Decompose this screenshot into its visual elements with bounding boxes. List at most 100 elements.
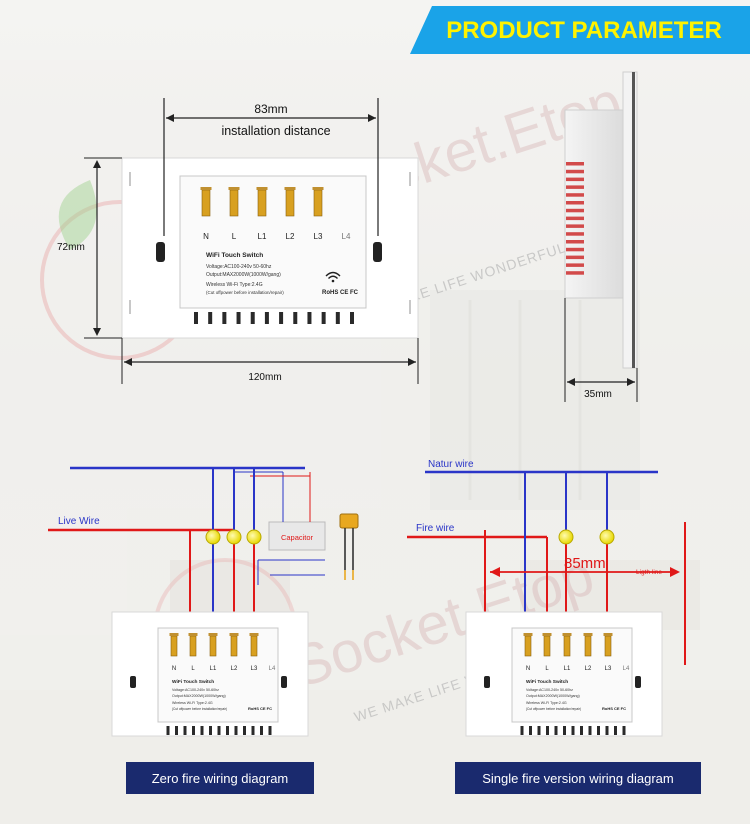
side-fins xyxy=(566,162,584,275)
vent-slot xyxy=(546,726,549,735)
vent-slot xyxy=(251,726,255,735)
ligth-line-label: Ligth line xyxy=(636,569,662,576)
switch-wireless: Wireless Wi-Fi Type:2.4G xyxy=(206,282,263,288)
vent-slot xyxy=(268,726,272,735)
natur-wire-label: Natur wire xyxy=(428,459,474,470)
height-dimension: 72mm xyxy=(57,242,85,253)
switch-voltage: Voltage:AC100-240v 50-60hz xyxy=(206,264,272,270)
certification-marks: RoHS CE FC xyxy=(248,706,272,711)
side-fin xyxy=(566,216,584,221)
vent-slots xyxy=(166,726,272,735)
terminal-screw xyxy=(604,635,612,657)
vent-slot xyxy=(563,726,566,735)
banner: PRODUCT PARAMETER xyxy=(410,6,750,54)
side-fin xyxy=(566,263,584,267)
terminal-labels: N L L1 L2 L3 L4 xyxy=(203,232,351,241)
terminal-screw xyxy=(209,635,217,657)
vent-slot xyxy=(554,726,558,735)
switch-voltage: Voltage:AC100-240v 50-60hz xyxy=(172,688,219,692)
side-fin xyxy=(566,271,584,275)
side-fin xyxy=(566,247,584,252)
terminal-label-l3: L3 xyxy=(605,666,612,672)
side-fin xyxy=(566,169,584,174)
switch-warning: (Cut offpower before installation/repair… xyxy=(206,290,284,295)
side-fin xyxy=(566,201,584,205)
switch-module-top: N L L1 L2 L3 L4 WiFi Touch Switch Voltag… xyxy=(179,175,367,324)
vent-slots xyxy=(194,312,354,324)
vent-slot xyxy=(335,312,340,324)
terminal-label-l2: L2 xyxy=(286,232,295,241)
zero-fire-diagram: Live Wire Capacitor xyxy=(48,466,359,794)
vent-slot xyxy=(200,726,204,735)
vent-slot xyxy=(622,726,626,735)
terminal-top xyxy=(523,633,533,636)
banner-title: PRODUCT PARAMETER xyxy=(446,17,722,44)
vent-slot xyxy=(234,726,238,735)
terminal-screw xyxy=(229,189,239,217)
terminal-labels: N L L1 L2 L3 L4 xyxy=(526,666,630,672)
terminal-top xyxy=(603,633,613,636)
terminal-label-l2: L2 xyxy=(585,666,592,672)
vent-slot xyxy=(537,726,541,735)
certification-marks: RoHS CE FC xyxy=(602,706,626,711)
vent-slot xyxy=(597,726,600,735)
terminal-screw xyxy=(543,635,551,657)
terminal-top xyxy=(562,633,572,636)
terminal-labels: N L L1 L2 L3 L4 xyxy=(172,666,276,672)
capacitor-component-icon xyxy=(339,513,359,580)
mounting-hole-right xyxy=(373,242,382,262)
vent-slot xyxy=(209,726,212,735)
vent-slot xyxy=(243,726,246,735)
side-fin xyxy=(566,208,584,213)
terminal-top xyxy=(583,633,593,636)
zero-fire-caption: Zero fire wiring diagram xyxy=(152,771,289,786)
terminal-label-l: L xyxy=(545,666,549,672)
terminal-label-l4: L4 xyxy=(269,666,276,672)
terminal-label-l1: L1 xyxy=(564,666,571,672)
terminal-screw xyxy=(170,635,178,657)
terminal-label-l3: L3 xyxy=(314,232,323,241)
terminal-label-l: L xyxy=(232,232,237,241)
distance-label: 85mm xyxy=(564,555,606,572)
vent-slot xyxy=(166,726,170,735)
switch-warning: (Cut offpower before installation/repair… xyxy=(526,707,581,711)
vent-slot xyxy=(183,726,187,735)
terminal-screw xyxy=(230,635,238,657)
vent-slot xyxy=(194,312,198,324)
switch-wireless: Wireless Wi-Fi Type:2.4G xyxy=(172,701,213,705)
terminal-screw xyxy=(257,189,267,217)
terminal-label-l1: L1 xyxy=(258,232,267,241)
side-fin xyxy=(566,185,584,189)
switch-name: WiFi Touch Switch xyxy=(206,252,263,259)
terminal-top xyxy=(228,187,240,190)
vent-slot xyxy=(605,726,609,735)
vent-slot xyxy=(279,312,284,324)
terminal-label-n: N xyxy=(172,666,176,672)
single-fire-diagram: Natur wire Fire wire 85mm Ligth line N L xyxy=(407,459,701,794)
terminal-top xyxy=(229,633,239,636)
terminal-top xyxy=(256,187,268,190)
terminal-label-l3: L3 xyxy=(251,666,258,672)
switch-output: Output:MAX2000W(1000W/gang) xyxy=(526,694,580,698)
single-fire-caption-bg xyxy=(455,762,701,794)
terminal-top xyxy=(200,187,212,190)
vent-slot xyxy=(236,312,241,324)
live-wire-label: Live Wire xyxy=(58,516,100,527)
terminal-row xyxy=(169,633,259,657)
vent-slot xyxy=(321,312,326,324)
light-bulbs-left xyxy=(205,529,262,545)
wifi-icon xyxy=(325,271,341,283)
vent-slot xyxy=(307,312,312,324)
side-fin xyxy=(566,177,584,182)
vent-slot xyxy=(520,726,524,735)
vent-slot xyxy=(614,726,617,735)
fire-wire-label: Fire wire xyxy=(416,523,455,534)
terminal-top xyxy=(249,633,259,636)
side-fin xyxy=(566,224,584,228)
switch-wireless: Wireless Wi-Fi Type:2.4G xyxy=(526,701,567,705)
capacitor-label: Capacitor xyxy=(281,533,314,542)
vent-slot xyxy=(588,726,592,735)
zero-fire-caption-bg xyxy=(126,762,314,794)
